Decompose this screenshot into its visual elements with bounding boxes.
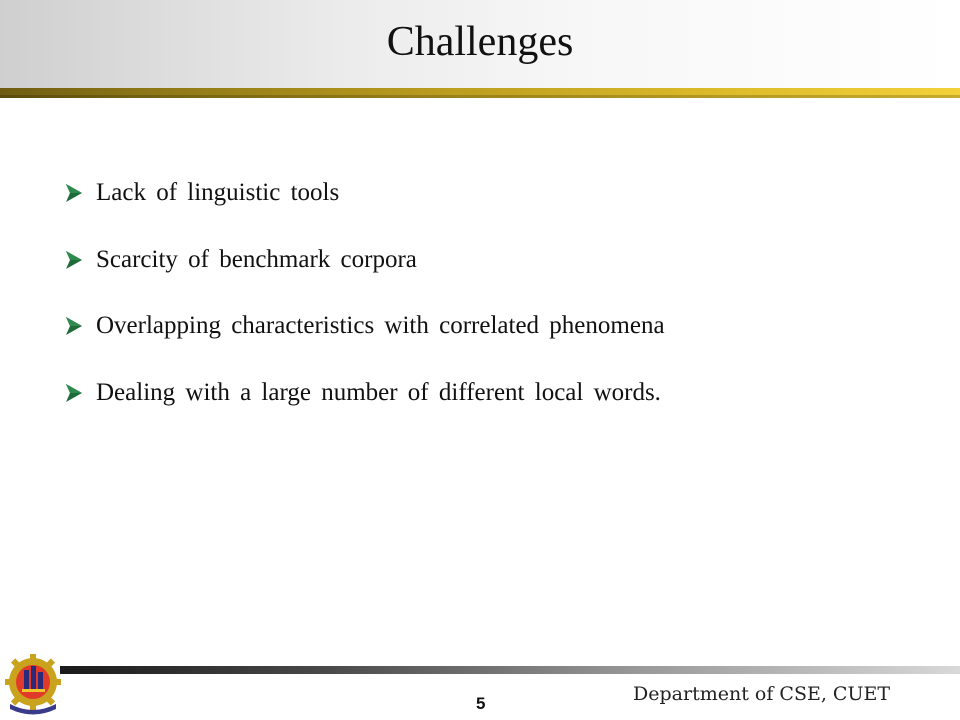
bullet-list: Lack of linguistic tools Scarcity of ben… bbox=[66, 160, 665, 426]
footer-bar bbox=[60, 666, 960, 674]
arrowhead-bullet-icon bbox=[66, 383, 82, 402]
department-label: Department of CSE, CUET bbox=[633, 683, 890, 705]
slide-title: Challenges bbox=[386, 19, 574, 65]
bullet-text: Overlapping characteristics with correla… bbox=[96, 312, 665, 340]
arrowhead-bullet-icon bbox=[66, 250, 82, 269]
title-underline-bar bbox=[0, 88, 960, 98]
bullet-text: Lack of linguistic tools bbox=[96, 179, 340, 207]
bullet-text: Scarcity of benchmark corpora bbox=[96, 245, 417, 273]
list-item: Dealing with a large number of different… bbox=[66, 360, 665, 427]
title-banner bbox=[0, 0, 960, 88]
list-item: Scarcity of benchmark corpora bbox=[66, 227, 665, 294]
cuet-logo-icon bbox=[5, 654, 61, 715]
list-item: Lack of linguistic tools bbox=[66, 160, 665, 227]
page-number: 5 bbox=[476, 694, 486, 713]
arrowhead-bullet-icon bbox=[66, 184, 82, 203]
arrowhead-bullet-icon bbox=[66, 317, 82, 336]
list-item: Overlapping characteristics with correla… bbox=[66, 293, 665, 360]
bullet-text: Dealing with a large number of different… bbox=[96, 378, 661, 406]
